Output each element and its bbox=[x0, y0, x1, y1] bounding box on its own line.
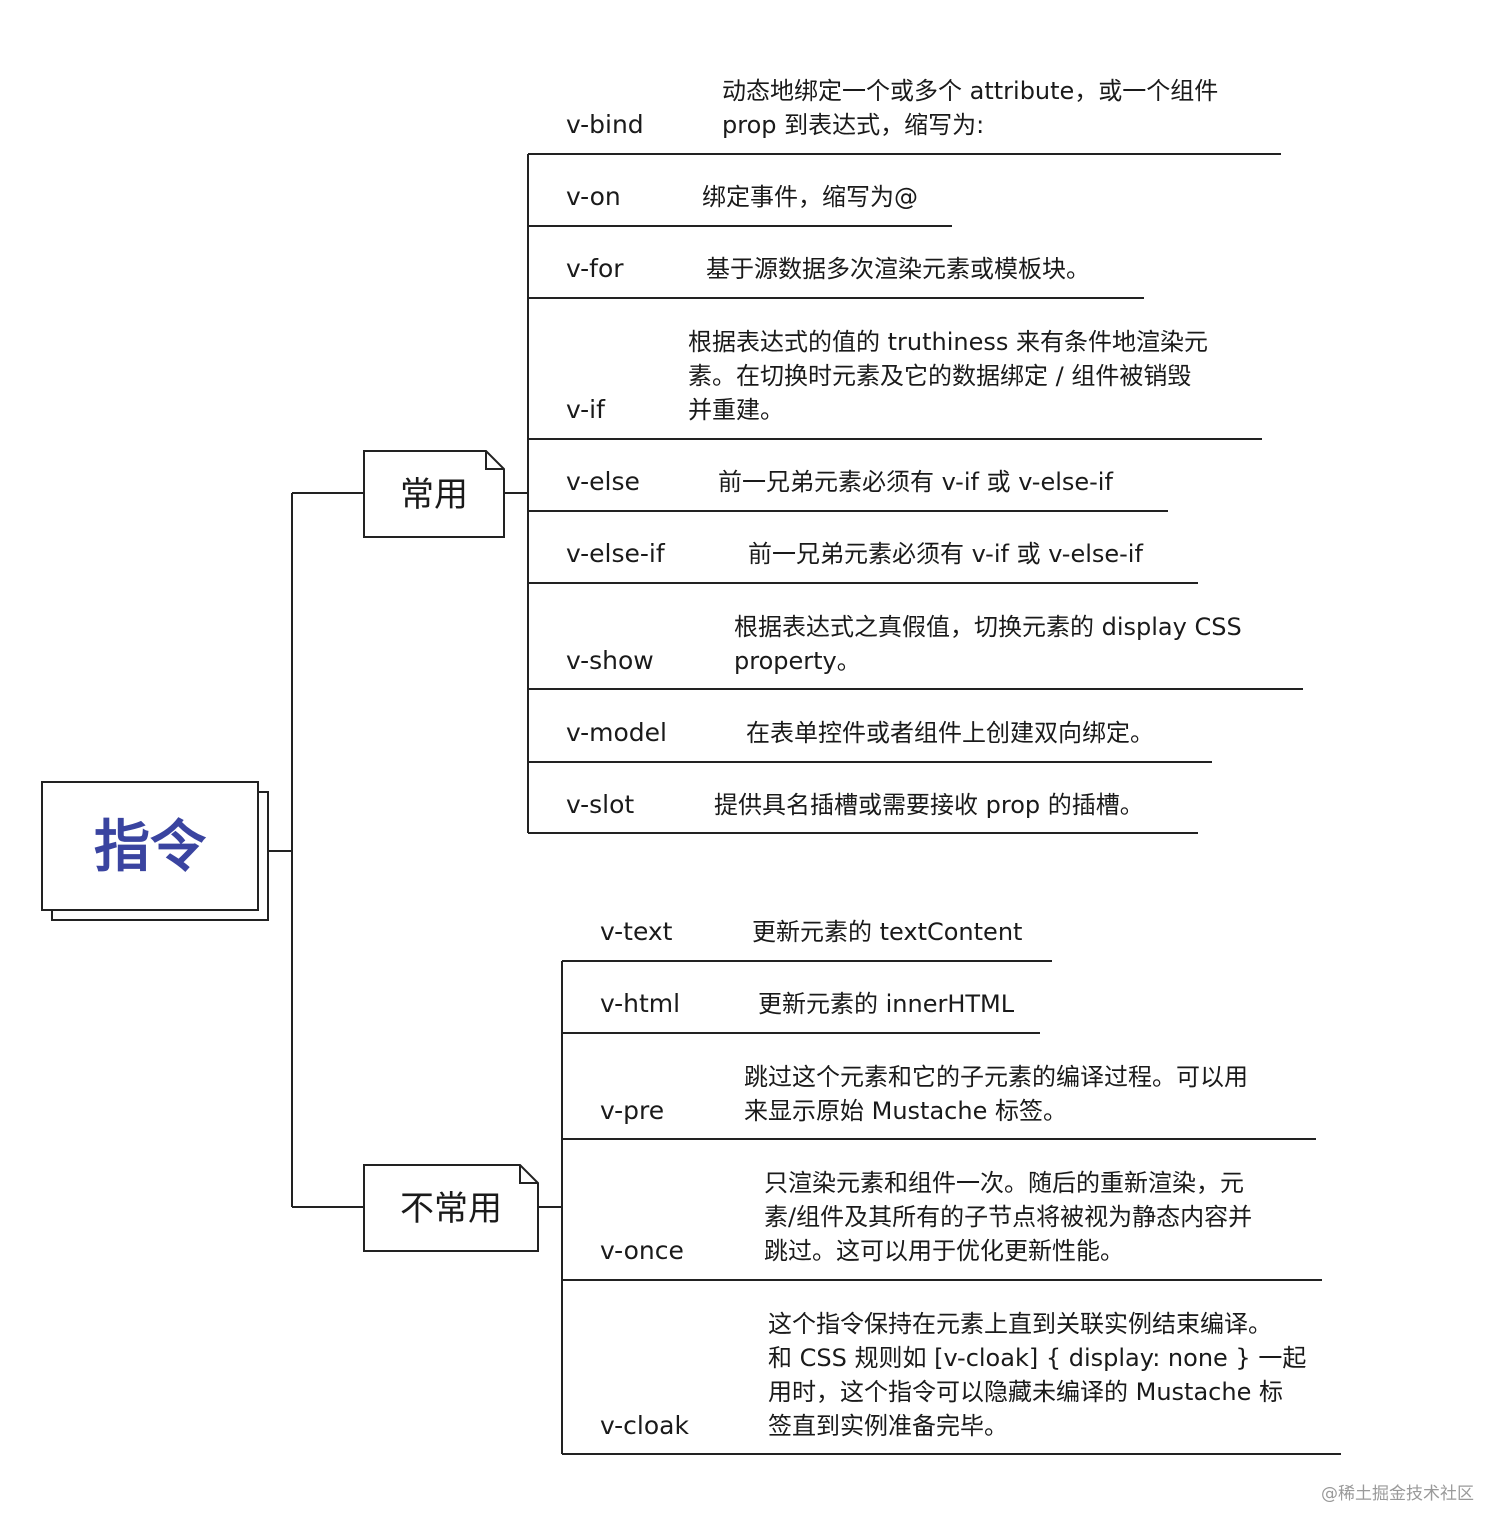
directive-desc-line: 绑定事件，缩写为@ bbox=[702, 183, 918, 211]
directive-name: v-text bbox=[600, 917, 673, 946]
directive-desc-line: 这个指令保持在元素上直到关联实例结束编译。 bbox=[768, 1310, 1272, 1338]
directive-desc-line: prop 到表达式，缩写为: bbox=[722, 111, 984, 139]
directive-desc-line: 来显示原始 Mustache 标签。 bbox=[744, 1097, 1067, 1125]
watermark: @稀土掘金技术社区 bbox=[1321, 1484, 1474, 1504]
directive-name: v-cloak bbox=[600, 1411, 689, 1440]
directive-desc-line: 用时，这个指令可以隐藏未编译的 Mustache 标 bbox=[768, 1378, 1283, 1406]
directive-item: v-text 更新元素的 textContent bbox=[562, 917, 1052, 962]
directive-desc-line: 只渲染元素和组件一次。随后的重新渲染，元 bbox=[764, 1169, 1244, 1197]
directive-desc-line: 跳过。这可以用于优化更新性能。 bbox=[764, 1237, 1124, 1265]
directive-name: v-show bbox=[566, 646, 654, 675]
directive-desc-line: 素/组件及其所有的子节点将被视为静态内容并 bbox=[764, 1203, 1252, 1231]
directive-desc-line: 和 CSS 规则如 [v-cloak] { display: none } 一起 bbox=[768, 1344, 1306, 1372]
directive-desc-line: 根据表达式的值的 truthiness 来有条件地渲染元 bbox=[688, 328, 1208, 356]
directive-name: v-model bbox=[566, 718, 667, 747]
directive-item: v-pre 跳过这个元素和它的子元素的编译过程。可以用 来显示原始 Mustac… bbox=[562, 1063, 1316, 1140]
directive-item: v-cloak 这个指令保持在元素上直到关联实例结束编译。 和 CSS 规则如 … bbox=[562, 1310, 1341, 1455]
uncommon-items: v-text 更新元素的 textContent v-html 更新元素的 in… bbox=[562, 917, 1341, 1455]
directive-item: v-model 在表单控件或者组件上创建双向绑定。 bbox=[528, 718, 1212, 763]
branch-common-label: 常用 bbox=[400, 475, 468, 515]
directive-item: v-show 根据表达式之真假值，切换元素的 display CSS prope… bbox=[528, 613, 1303, 690]
root-node: 指令 bbox=[41, 781, 269, 921]
directive-desc-line: 签直到实例准备完毕。 bbox=[768, 1412, 1008, 1440]
directive-desc-line: 根据表达式之真假值，切换元素的 display CSS bbox=[734, 613, 1242, 641]
directive-desc-line: property。 bbox=[734, 647, 861, 675]
branch-uncommon: 不常用 bbox=[363, 961, 563, 1454]
branch-uncommon-label: 不常用 bbox=[400, 1189, 502, 1229]
directive-name: v-if bbox=[566, 395, 606, 424]
directive-name: v-once bbox=[600, 1236, 684, 1265]
common-items: v-bind 动态地绑定一个或多个 attribute，或一个组件 prop 到… bbox=[528, 77, 1303, 834]
directive-name: v-pre bbox=[600, 1096, 664, 1125]
branch-common: 常用 bbox=[363, 154, 529, 833]
directive-desc-line: 素。在切换时元素及它的数据绑定 / 组件被销毁 bbox=[688, 362, 1191, 390]
directive-item: v-bind 动态地绑定一个或多个 attribute，或一个组件 prop 到… bbox=[528, 77, 1281, 155]
directive-name: v-for bbox=[566, 254, 624, 283]
directive-desc-line: 并重建。 bbox=[688, 396, 784, 424]
directive-item: v-else 前一兄弟元素必须有 v-if 或 v-else-if bbox=[528, 467, 1168, 512]
directive-desc-line: 动态地绑定一个或多个 attribute，或一个组件 bbox=[722, 77, 1218, 105]
directive-item: v-slot 提供具名插槽或需要接收 prop 的插槽。 bbox=[528, 790, 1198, 834]
directive-desc-line: 前一兄弟元素必须有 v-if 或 v-else-if bbox=[748, 540, 1143, 568]
directive-item: v-on 绑定事件，缩写为@ bbox=[528, 182, 952, 227]
directive-item: v-once 只渲染元素和组件一次。随后的重新渲染，元 素/组件及其所有的子节点… bbox=[562, 1169, 1322, 1281]
root-connectors bbox=[268, 492, 364, 1208]
directive-item: v-else-if 前一兄弟元素必须有 v-if 或 v-else-if bbox=[528, 539, 1198, 584]
directive-desc-line: 在表单控件或者组件上创建双向绑定。 bbox=[746, 719, 1154, 747]
directive-item: v-for 基于源数据多次渲染元素或模板块。 bbox=[528, 254, 1144, 299]
directive-item: v-if 根据表达式的值的 truthiness 来有条件地渲染元 素。在切换时… bbox=[528, 328, 1262, 440]
directive-name: v-slot bbox=[566, 790, 634, 819]
directive-desc-line: 提供具名插槽或需要接收 prop 的插槽。 bbox=[714, 791, 1144, 819]
directive-name: v-else bbox=[566, 467, 640, 496]
directive-name: v-html bbox=[600, 989, 680, 1018]
directive-desc-line: 基于源数据多次渲染元素或模板块。 bbox=[706, 255, 1090, 283]
directive-desc-line: 更新元素的 innerHTML bbox=[758, 990, 1015, 1018]
directive-desc-line: 更新元素的 textContent bbox=[752, 918, 1022, 946]
root-label: 指令 bbox=[94, 815, 207, 880]
directive-name: v-bind bbox=[566, 110, 644, 139]
directive-desc-line: 前一兄弟元素必须有 v-if 或 v-else-if bbox=[718, 468, 1113, 496]
directive-name: v-on bbox=[566, 182, 621, 211]
directive-name: v-else-if bbox=[566, 539, 666, 568]
directive-desc-line: 跳过这个元素和它的子元素的编译过程。可以用 bbox=[744, 1063, 1248, 1091]
directive-item: v-html 更新元素的 innerHTML bbox=[562, 989, 1040, 1034]
